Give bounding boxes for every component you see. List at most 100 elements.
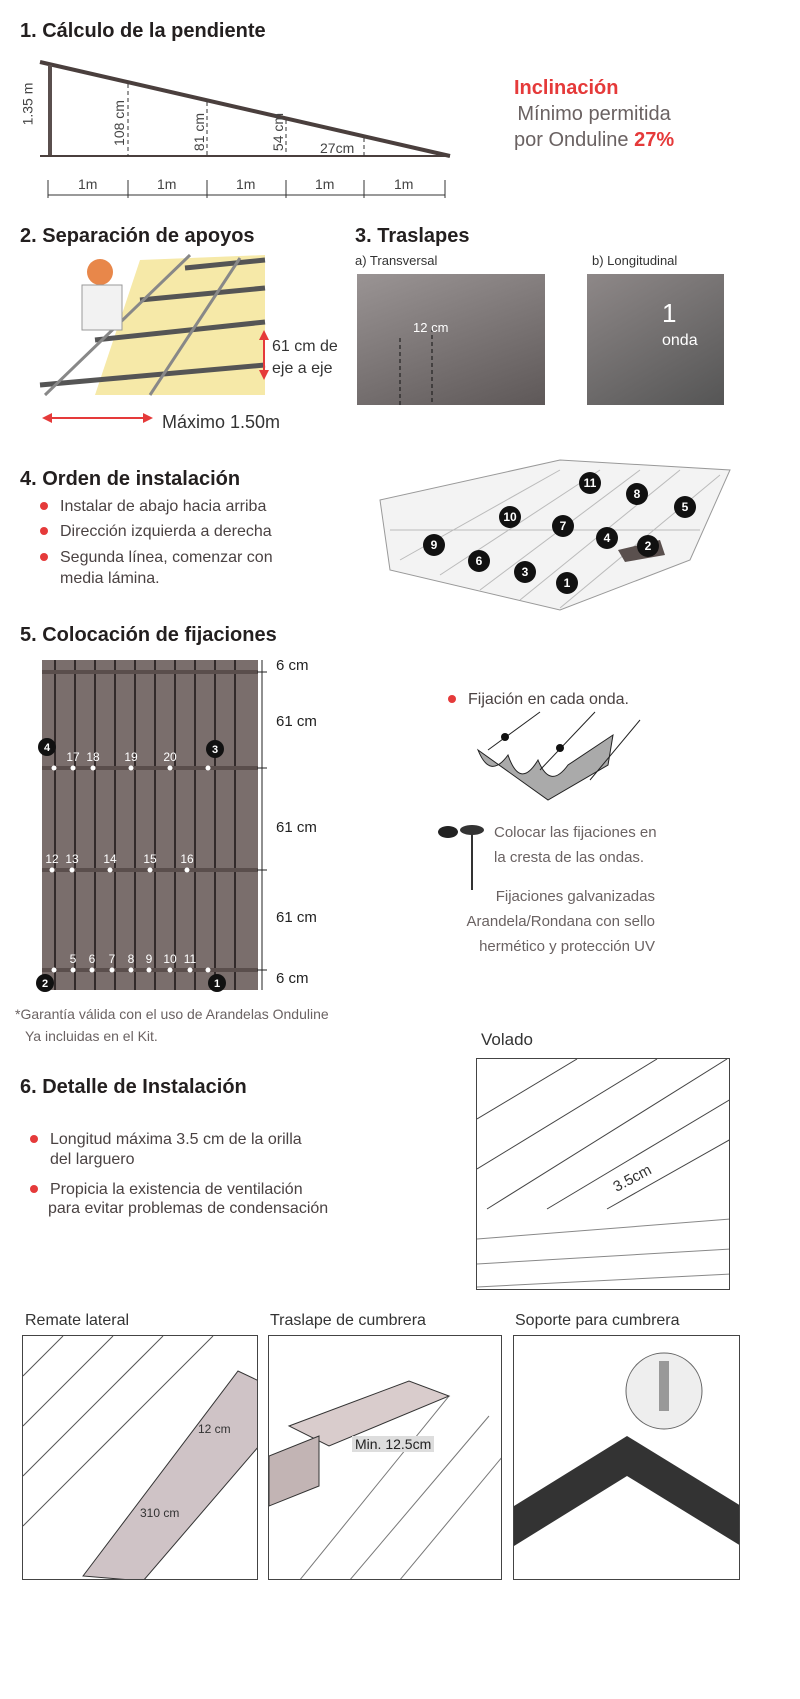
span-4: 1m xyxy=(315,176,335,192)
corner-fastener-2 xyxy=(36,974,54,992)
max-span-label: Máximo 1.50m xyxy=(162,412,281,432)
slope-note: Inclinación Mínimo permitida por Ondulin… xyxy=(514,75,674,153)
supports-illustration xyxy=(39,253,269,423)
order-number-5: 5 xyxy=(674,496,696,518)
fastener-point xyxy=(184,867,190,873)
order-number-4: 4 xyxy=(596,527,618,549)
corner-number: 3 xyxy=(212,744,218,756)
order-number-1: 1 xyxy=(556,572,578,594)
fastener-number: 6 xyxy=(89,952,96,966)
ridge-support-image xyxy=(513,1335,740,1580)
fastener-point xyxy=(146,967,152,973)
fastener-point xyxy=(90,765,96,771)
detail-bullet-2: Propicia la existencia de ventilación xyxy=(26,1178,303,1201)
section5-title: 5. Colocación de fijaciones xyxy=(20,624,277,646)
fastener-point xyxy=(89,967,95,973)
crest-note: Colocar las fijaciones en la cresta de l… xyxy=(494,820,657,870)
panel2-label: Traslape de cumbrera xyxy=(270,1312,426,1329)
fastener-point xyxy=(167,765,173,771)
spacing-line2: eje a eje xyxy=(272,360,333,377)
corner-fastener-1 xyxy=(208,974,226,992)
fastener-point xyxy=(107,867,113,873)
section4-title: 4. Orden de instalación xyxy=(20,468,241,490)
scale-label: 61 cm xyxy=(276,819,317,836)
fastener-number: 15 xyxy=(143,852,157,866)
transversal-measure: 12 cm xyxy=(413,320,449,335)
section2-title: 2. Separación de apoyos xyxy=(20,225,255,247)
transversal-image xyxy=(357,274,545,405)
fastener-number: 9 xyxy=(146,952,153,966)
corner-fastener-4 xyxy=(38,738,56,756)
fastener-number: 14 xyxy=(103,852,117,866)
overlap-number: 1 xyxy=(662,298,677,328)
fastener-point xyxy=(49,867,55,873)
fastener-point xyxy=(51,967,57,973)
fastener-number: 16 xyxy=(180,852,194,866)
transversal-label: a) Transversal xyxy=(355,253,438,268)
note-title: Inclinación xyxy=(514,77,619,99)
panel3-label: Soporte para cumbrera xyxy=(515,1312,680,1329)
order-bullet-1: Instalar de abajo hacia arriba xyxy=(36,495,266,518)
order-number-8: 8 xyxy=(626,483,648,505)
span-2: 1m xyxy=(157,176,177,192)
spacing-label: 61 cm de eje a eje xyxy=(272,336,338,380)
fastener-point xyxy=(109,967,115,973)
scale-label: 61 cm xyxy=(276,713,317,730)
fastener-point xyxy=(51,765,57,771)
fastener-number: 13 xyxy=(65,852,79,866)
volado-label: Volado xyxy=(481,1030,533,1049)
order-number-9: 9 xyxy=(423,534,445,556)
fastener-number: 10 xyxy=(163,952,177,966)
longitudinal-label: b) Longitudinal xyxy=(592,253,678,268)
order-bullet-3: Segunda línea, comenzar con xyxy=(36,546,273,569)
corner-fastener-3 xyxy=(206,740,224,758)
section6-title: 6. Detalle de Instalación xyxy=(20,1076,247,1098)
span-3: 1m xyxy=(236,176,256,192)
ridge-overlap-image xyxy=(268,1335,502,1580)
corner-number: 2 xyxy=(42,978,48,990)
detail-bullet-2b: para evitar problemas de condensación xyxy=(48,1200,329,1217)
crest-line1: Colocar las fijaciones en xyxy=(494,824,657,841)
order-bullet-2: Dirección izquierda a derecha xyxy=(36,520,272,543)
fastener-point xyxy=(167,967,173,973)
fastener-point xyxy=(128,967,134,973)
fastener-point xyxy=(70,765,76,771)
flashing-310cm: 310 cm xyxy=(140,1506,180,1520)
fastener-note: Fijaciones galvanizadas Arandela/Rondana… xyxy=(430,884,655,959)
corner-number: 1 xyxy=(214,978,220,990)
slope-diagram xyxy=(39,60,451,198)
spacing-line1: 61 cm de xyxy=(272,338,338,355)
fastener-point xyxy=(128,765,134,771)
order-number-2: 2 xyxy=(637,535,659,557)
section3-title: 3. Traslapes xyxy=(355,225,470,247)
wave-crest-illustration xyxy=(438,711,641,890)
flashing-12cm: 12 cm xyxy=(198,1422,231,1436)
order-number-10: 10 xyxy=(499,506,521,528)
fastener-number: 7 xyxy=(109,952,116,966)
fastener-point xyxy=(69,867,75,873)
scale-label: 6 cm xyxy=(276,657,309,674)
fix-bullet: Fijación en cada onda. xyxy=(444,688,629,711)
crest-line2: la cresta de las ondas. xyxy=(494,849,645,866)
note-line3: por Onduline xyxy=(514,129,629,151)
note-percent: 27% xyxy=(634,129,675,151)
detail-bullet-1b: del larguero xyxy=(50,1151,135,1168)
order-number-7: 7 xyxy=(552,515,574,537)
fastener-point xyxy=(187,967,193,973)
fastener-point xyxy=(205,967,211,973)
fastener-number: 17 xyxy=(66,750,80,764)
order-number-6: 6 xyxy=(468,550,490,572)
longitudinal-image xyxy=(587,274,724,405)
order-number-3: 3 xyxy=(514,561,536,583)
fastener-number: 11 xyxy=(184,952,197,966)
scale-label: 6 cm xyxy=(276,970,309,987)
warranty-line2: Ya incluidas en el Kit. xyxy=(25,1028,158,1044)
detail-bullet-1: Longitud máxima 3.5 cm de la orilla xyxy=(26,1128,302,1151)
corner-number: 4 xyxy=(44,742,51,754)
fastener-point xyxy=(70,967,76,973)
fix-line3: hermético y protección UV xyxy=(479,938,655,955)
fastener-number: 20 xyxy=(163,750,177,764)
fastener-number: 5 xyxy=(70,952,77,966)
warranty-line1: *Garantía válida con el uso de Arandelas… xyxy=(15,1006,329,1022)
